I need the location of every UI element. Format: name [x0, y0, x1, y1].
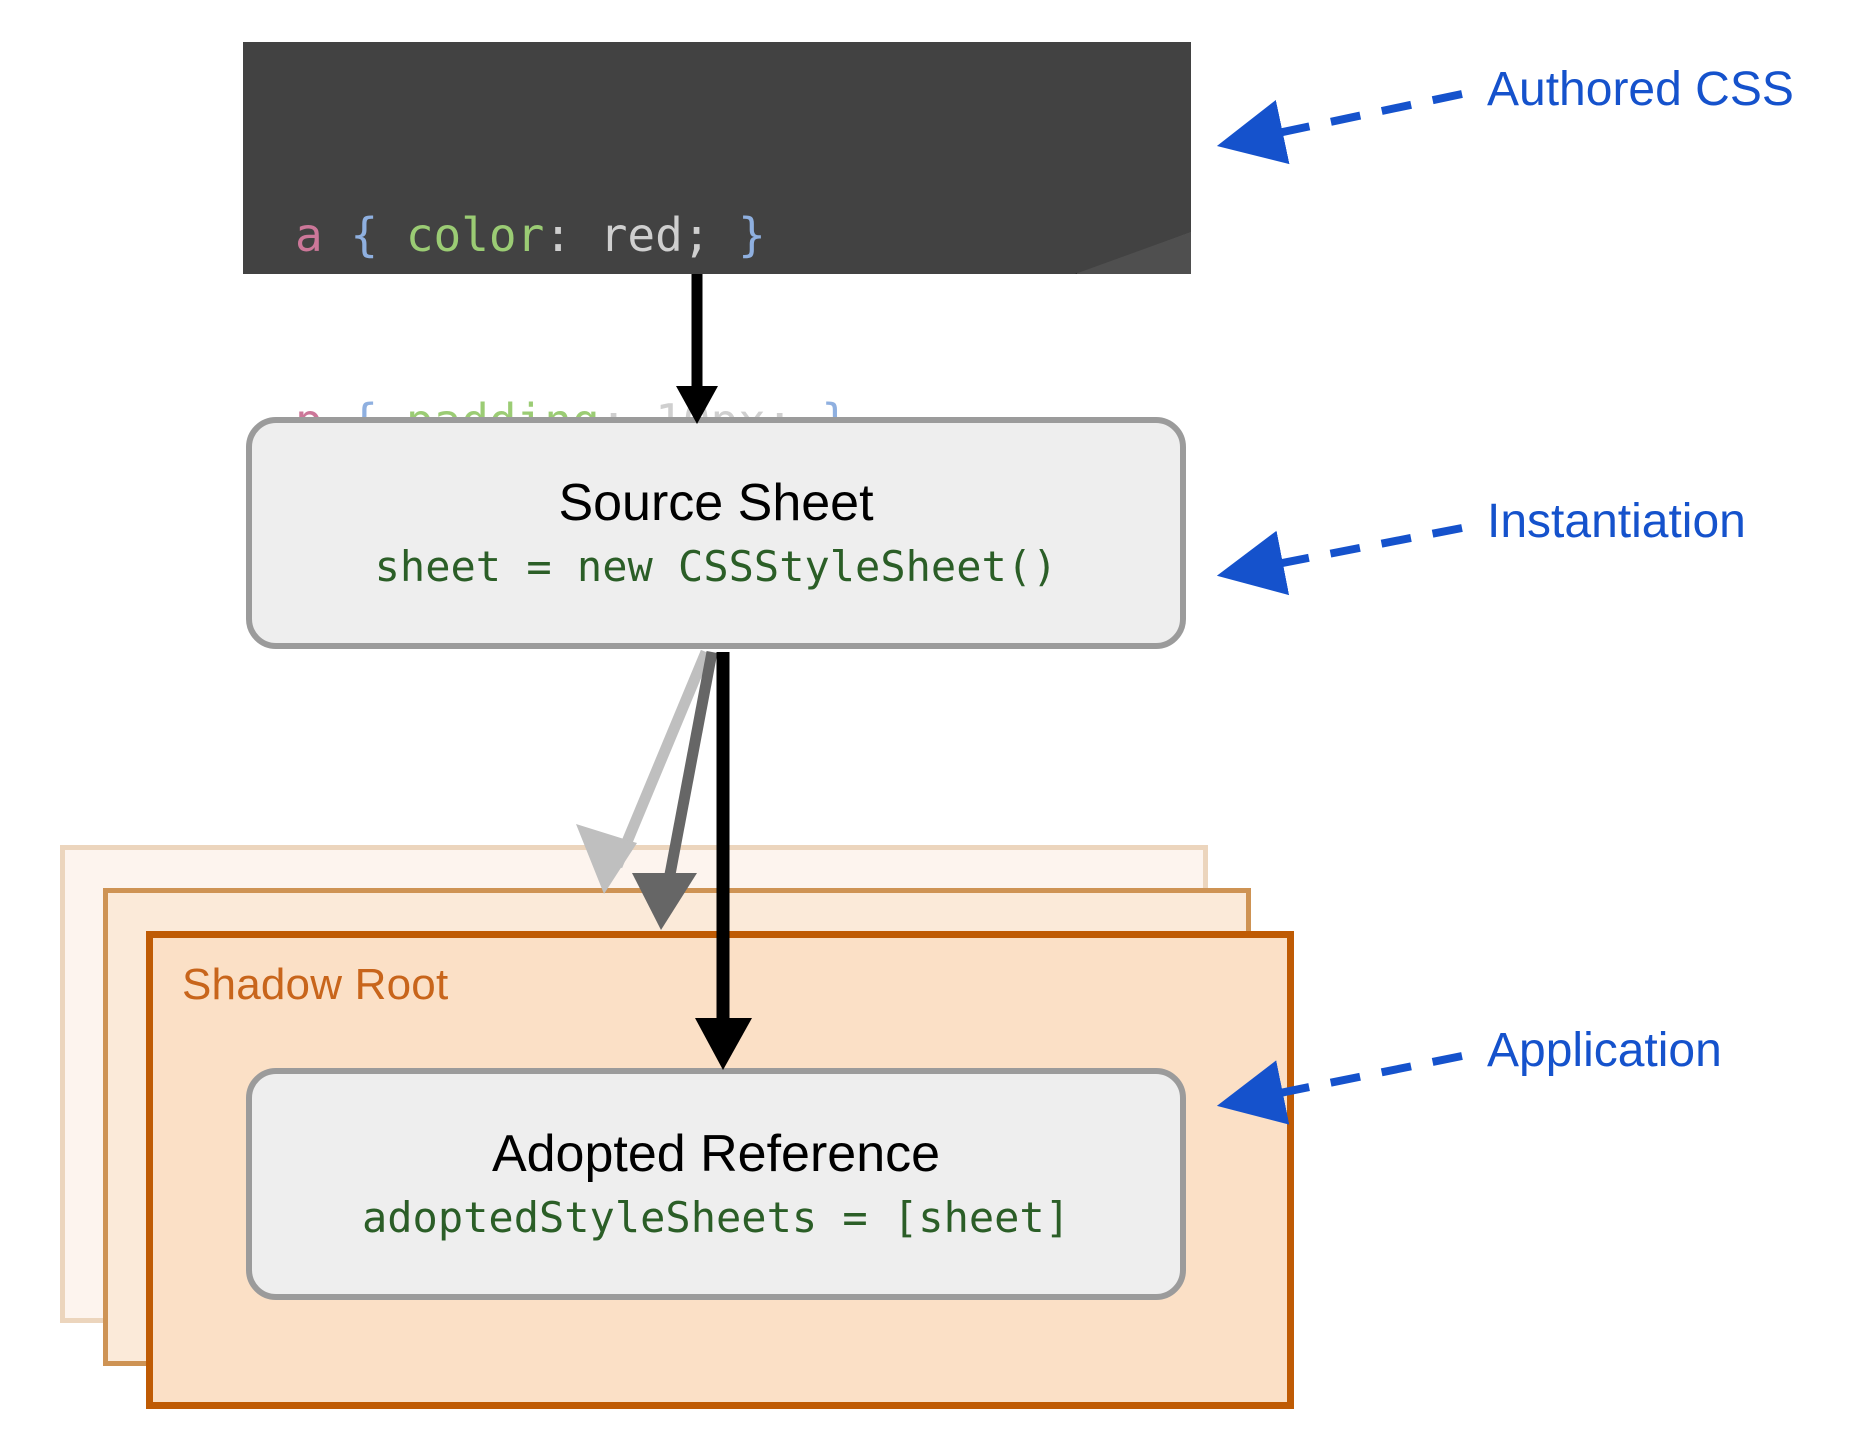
code-close-brace: } [738, 208, 766, 262]
code-line-1: a { color: red; } [295, 204, 849, 266]
adopted-reference-title: Adopted Reference [491, 1124, 941, 1183]
authored-css-note: a { color: red; } p { padding: 10px; } [243, 42, 1191, 448]
arrow-callout-authored [1216, 90, 1463, 165]
code-property: color [405, 208, 545, 262]
code-note-paper [243, 42, 1191, 274]
shadow-root-label: Shadow Root [182, 960, 449, 1009]
code-colon: : [544, 208, 600, 262]
source-sheet-code: sheet = new CSSStyleSheet() [374, 541, 1058, 591]
adopted-reference-code: adoptedStyleSheets = [sheet] [361, 1192, 1070, 1242]
authored-css-label: Authored CSS [1487, 63, 1794, 116]
code-selector: a [295, 208, 323, 262]
source-sheet-title: Source Sheet [558, 473, 874, 532]
instantiation-label: Instantiation [1487, 495, 1746, 548]
code-value: red; [599, 208, 711, 262]
arrow-callout-instantiation [1216, 524, 1463, 596]
adopted-reference[interactable]: Adopted Reference adoptedStyleSheets = [… [246, 1068, 1186, 1300]
application-label: Application [1487, 1024, 1722, 1077]
source-sheet[interactable]: Source Sheet sheet = new CSSStyleSheet() [246, 417, 1186, 649]
code-open-brace: { [350, 208, 379, 262]
